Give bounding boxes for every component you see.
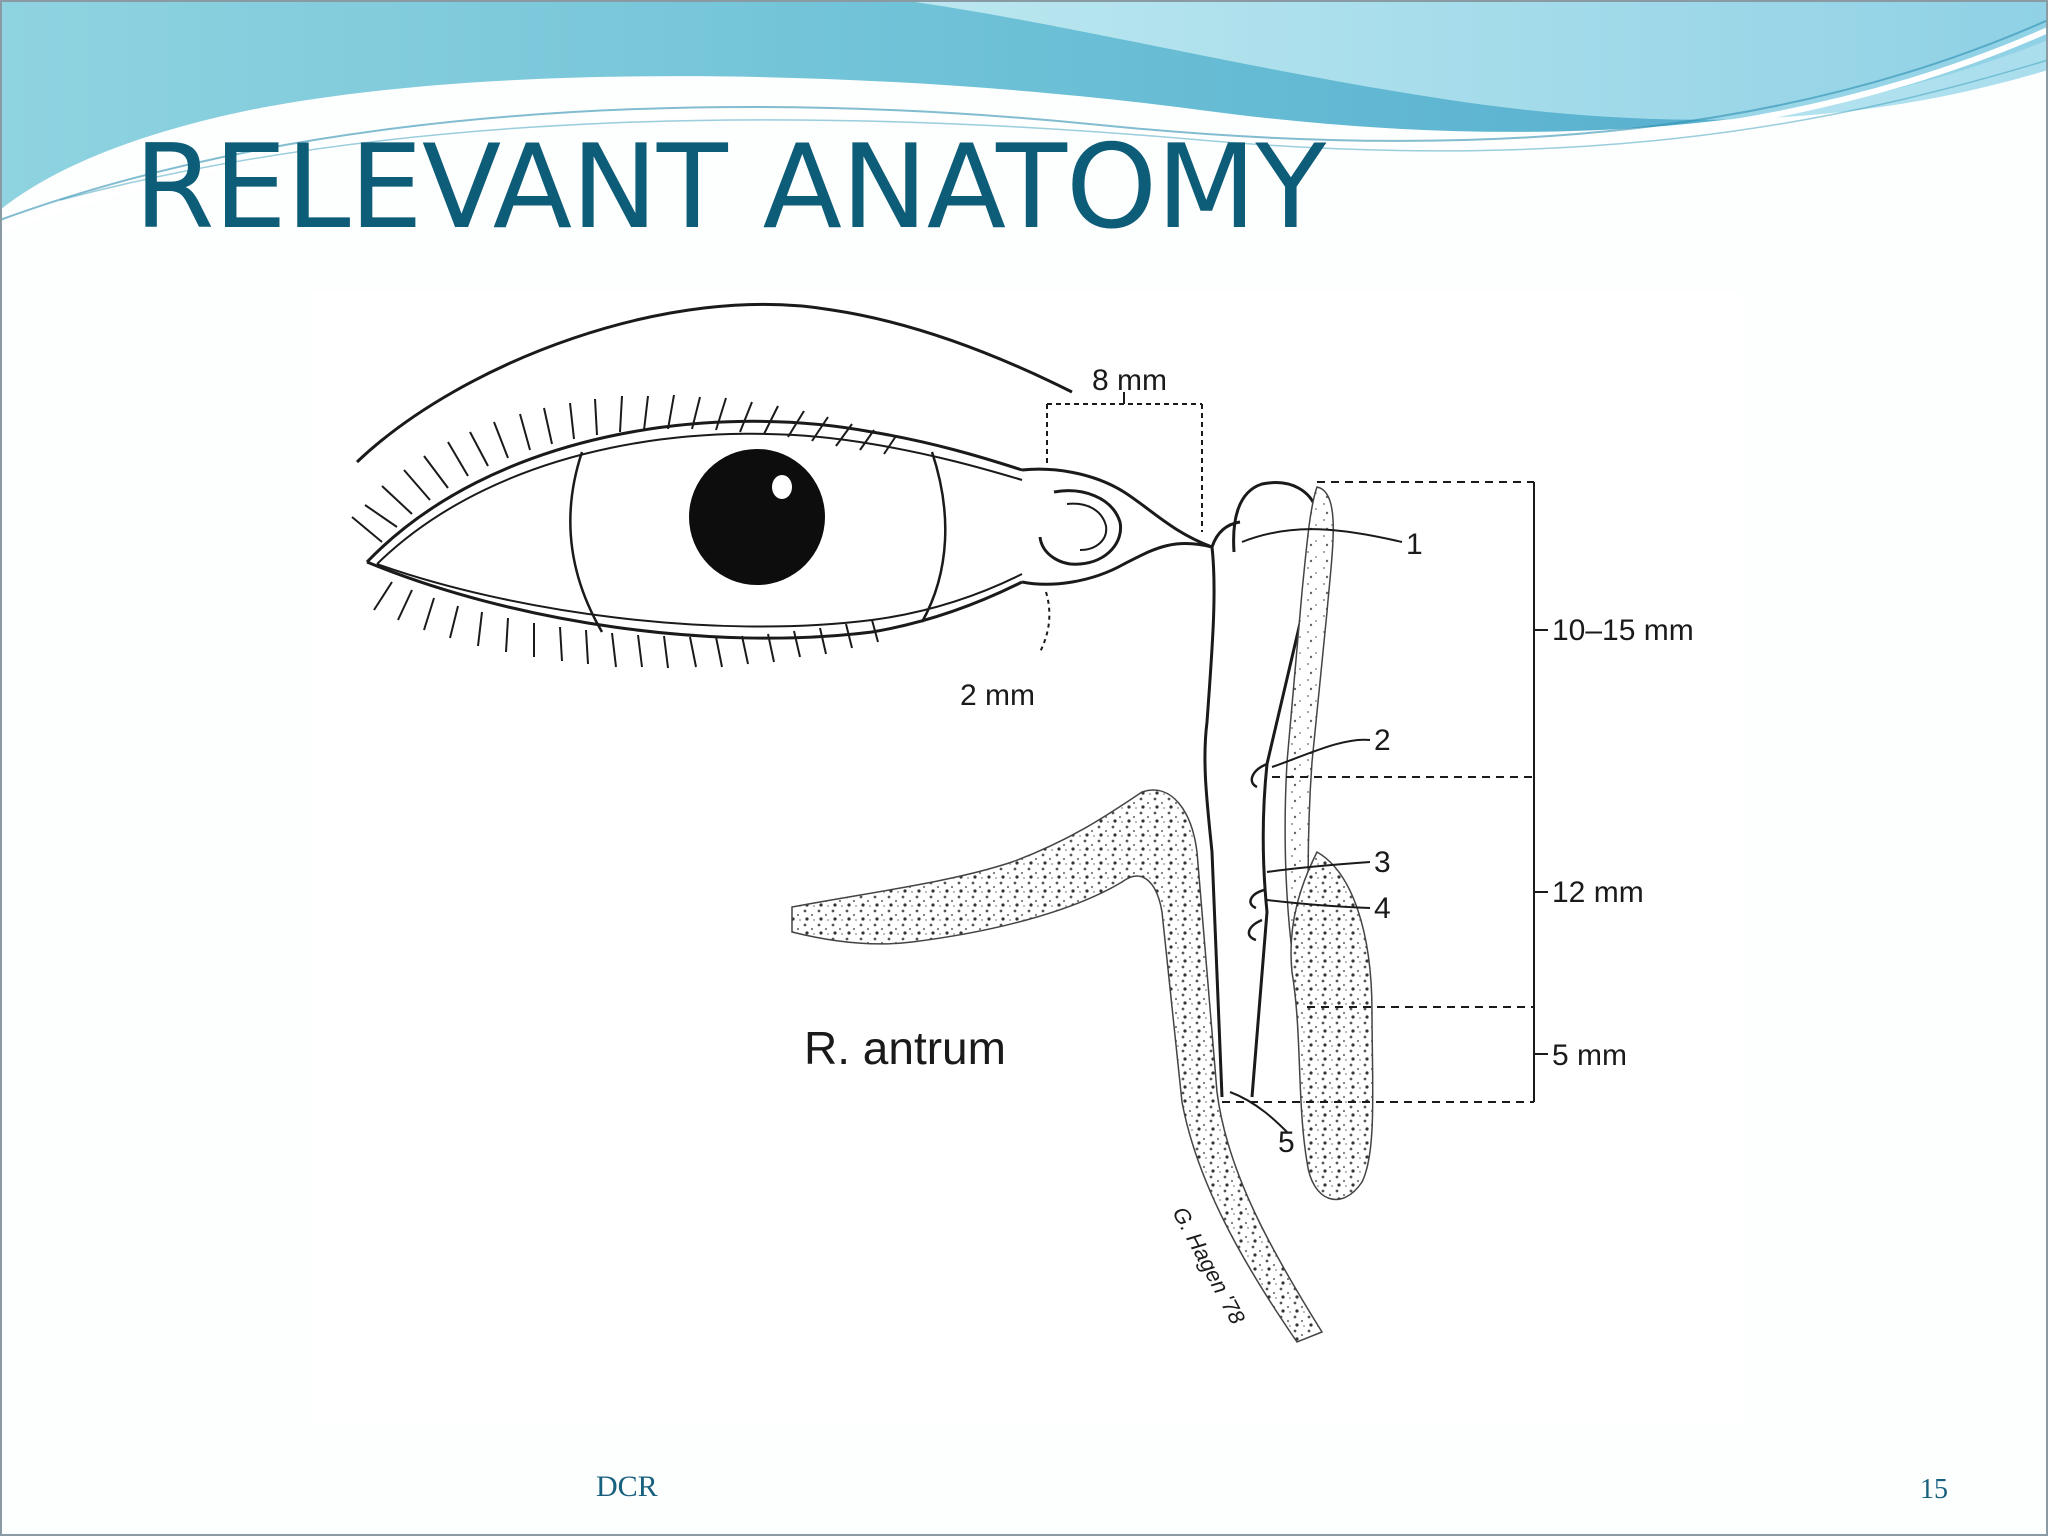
label-5: 5: [1278, 1126, 1295, 1159]
slide-number: 15: [1920, 1474, 1948, 1505]
slide-title: RELEVANT ANATOMY: [134, 120, 1326, 255]
upper-eyelid: [365, 419, 1023, 564]
leader-lines: [1229, 528, 1403, 1133]
canaliculi: [1021, 467, 1213, 586]
lower-eyelid: [366, 560, 1023, 640]
label-2mm: 2 mm: [960, 679, 1035, 712]
pupil-highlight: [772, 475, 792, 499]
label-10-15mm: 10–15 mm: [1552, 614, 1694, 647]
label-8mm: 8 mm: [1092, 364, 1167, 397]
inferior-turbinate: [1290, 850, 1374, 1201]
lower-eyelashes: [373, 581, 879, 669]
dimension-guides: [1222, 481, 1534, 1103]
nasolacrimal-duct: [1203, 546, 1224, 1098]
lacrimal-anatomy-figure: 8 mm 2 mm 10–15: [312, 292, 1742, 1424]
label-3: 3: [1374, 846, 1391, 879]
eyebrow-line: [355, 302, 1073, 464]
anatomy-drawing: 8 mm 2 mm 10–15: [351, 302, 1694, 1343]
label-12mm: 12 mm: [1552, 876, 1644, 909]
label-2: 2: [1374, 724, 1391, 757]
label-1: 1: [1406, 528, 1423, 561]
label-r-antrum: R. antrum: [804, 1022, 1006, 1074]
maxillary-antrum-wall: [791, 789, 1324, 1343]
iris-outline: [569, 451, 604, 633]
dimension-8mm-bracket: [1046, 403, 1203, 532]
header-wave-decoration: [0, 0, 2048, 233]
label-5mm: 5 mm: [1552, 1039, 1627, 1072]
upper-eyelashes: [351, 394, 897, 543]
footer-label: DCR: [596, 1470, 658, 1503]
label-4: 4: [1374, 892, 1391, 925]
